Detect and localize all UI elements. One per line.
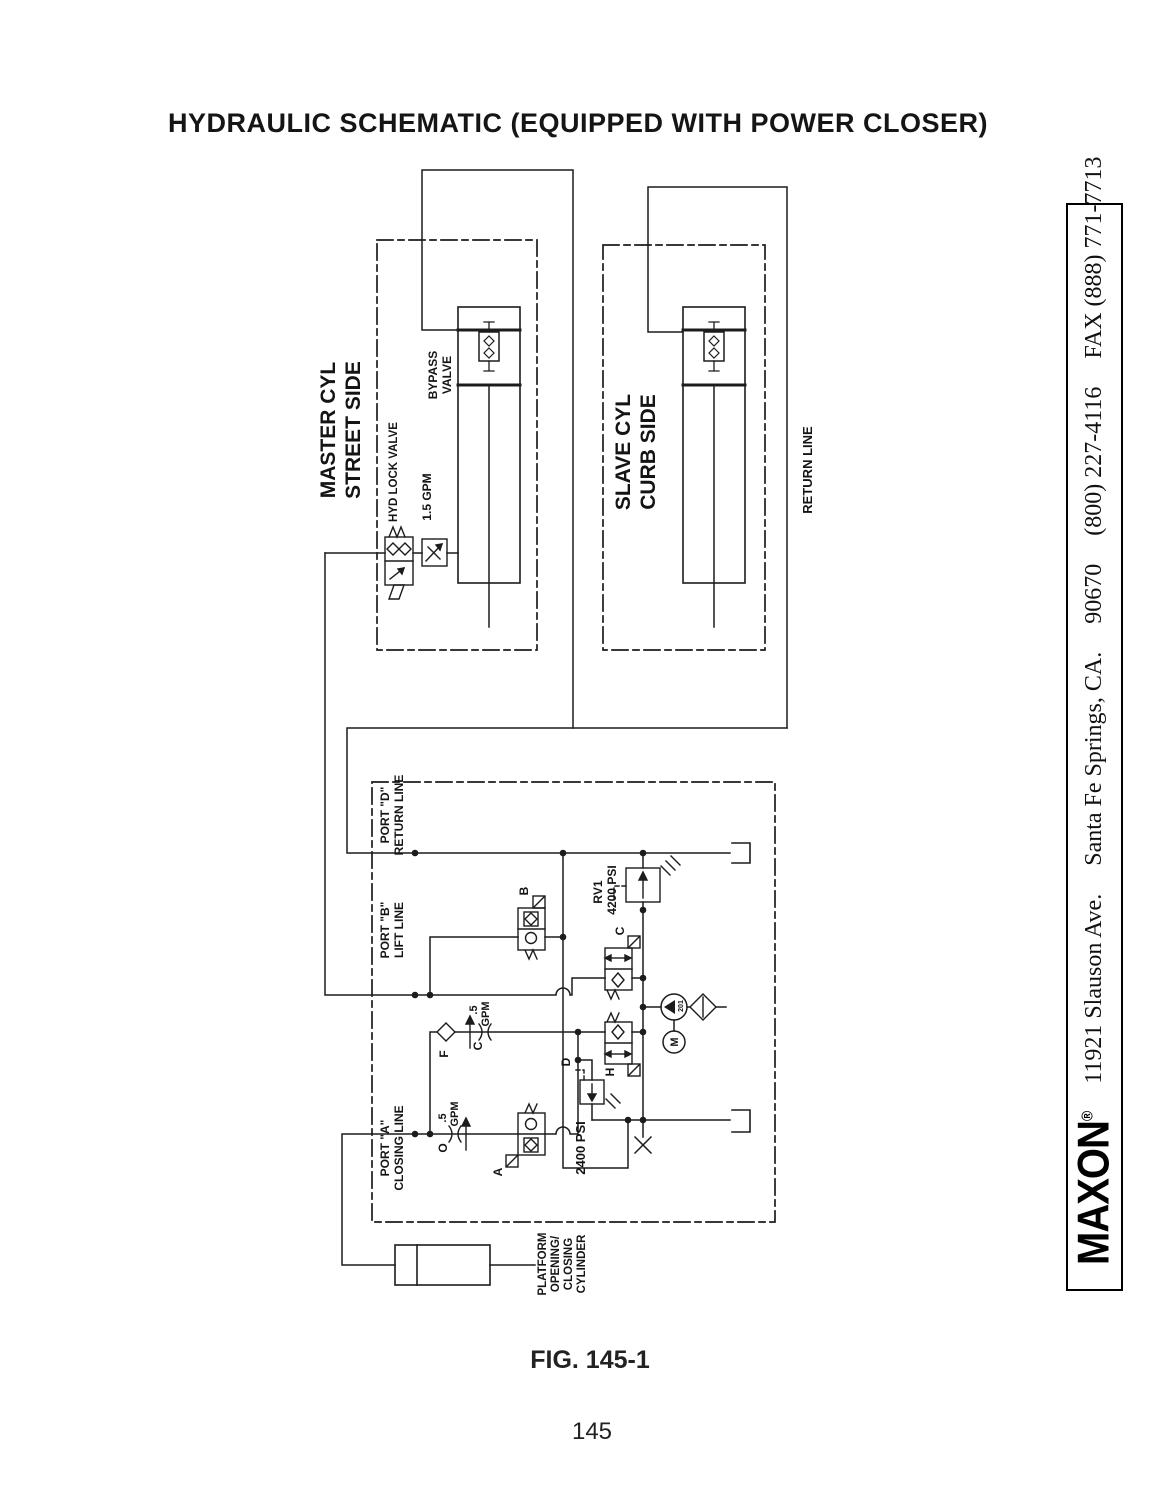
company-address: 11921 Slauson Ave. — [1081, 893, 1107, 1084]
orifice-c — [464, 1014, 492, 1049]
relief-valve-d — [573, 1069, 621, 1109]
valve-h — [603, 1011, 641, 1077]
platform-cyl-label-3: CLOSING — [563, 1238, 575, 1290]
orifice-c-rate-2: GPM — [480, 1001, 492, 1026]
flow-rate-label: 1.5 GPM — [420, 473, 434, 520]
valve-c — [603, 935, 641, 1001]
port-b-label-2: LIFT LINE — [392, 902, 406, 958]
orifice-o-rate-2: GPM — [449, 1101, 461, 1126]
master-cyl-label-1: MASTER CYL — [317, 362, 340, 499]
slave-cyl-label-2: CURB SIDE — [637, 394, 660, 510]
spring-icon — [524, 1102, 538, 1115]
port-a-label-2: CLOSING LINE — [392, 1105, 406, 1190]
master-cyl-label-2: STREET SIDE — [342, 361, 365, 499]
hydraulic-lines — [324, 169, 788, 1266]
company-zip: 90670 — [1081, 563, 1107, 624]
pump-icon — [660, 993, 688, 1021]
orifice-o-rate-1: .5 — [437, 1113, 449, 1122]
return-line-label: RETURN LINE — [800, 426, 815, 514]
page-title: HYDRAULIC SCHEMATIC (EQUIPPED WITH POWER… — [168, 108, 988, 138]
master-cylinder — [456, 306, 522, 584]
check-valve-f-label: F — [437, 1050, 451, 1057]
valve-h-label: H — [603, 1068, 617, 1077]
bypass-valve-label-2: VALVE — [440, 356, 454, 394]
plugged-port-icon — [633, 1135, 653, 1155]
platform-cyl-label-1: PLATFORM — [537, 1232, 549, 1295]
valve-c-label: C — [613, 926, 627, 935]
valve-b-label: B — [517, 886, 531, 895]
orifice-c-rate-1: .5 — [468, 1005, 480, 1014]
spring-icon — [660, 855, 681, 876]
valve-b — [517, 895, 546, 961]
hyd-lock-valve — [384, 525, 414, 600]
slave-cyl-label-1: SLAVE CYL — [612, 394, 635, 510]
platform-cyl-label-2: OPENING/ — [550, 1235, 562, 1292]
company-sidebar — [1066, 203, 1123, 1291]
relief-d-pressure: 2400 PSI — [573, 1121, 588, 1175]
pump-label: 201 — [678, 1000, 685, 1012]
reservoir-symbols — [731, 842, 751, 1133]
maxon-logo: MAXON® — [1069, 1112, 1119, 1265]
slave-cyl-dashed-box — [602, 244, 766, 651]
valve-a — [505, 1102, 546, 1168]
solenoid-icon — [505, 1154, 519, 1168]
solenoid-icon — [627, 1063, 641, 1077]
port-d-label-1: PORT "D" — [378, 787, 392, 844]
hyd-lock-valve-label: HYD LOCK VALVE — [388, 422, 400, 522]
relief-valve-rv1 — [613, 855, 681, 903]
spring-icon — [524, 948, 538, 961]
relief-rv1-pressure: 4200 PSI — [605, 865, 619, 914]
spring-icon — [605, 1093, 621, 1109]
power-unit-dashed-box — [371, 781, 776, 1223]
motor-label: M — [669, 1037, 681, 1046]
junction-dots — [411, 849, 647, 1138]
bypass-valve-label-1: BYPASS — [426, 351, 440, 399]
relief-d-label: D — [559, 1057, 573, 1066]
flow-control-1-5gpm — [421, 538, 448, 567]
maxon-logo-text: MAXON — [1069, 1121, 1119, 1265]
relief-rv1-label: RV1 — [591, 880, 605, 903]
solenoid-icon — [388, 584, 405, 600]
port-d-label-2: RETURN LINE — [392, 775, 406, 856]
registered-trademark-icon: ® — [1077, 1111, 1096, 1122]
master-cyl-dashed-box — [376, 239, 538, 651]
company-fax: FAX (888) 771-7713 — [1081, 156, 1107, 359]
port-a-label-1: PORT "A" — [378, 1120, 392, 1177]
orifice-o — [448, 1116, 472, 1151]
company-city: Santa Fe Springs, CA. — [1081, 651, 1107, 866]
company-sidebar-text: MAXON® 11921 Slauson Ave. Santa Fe Sprin… — [1066, 156, 1123, 1291]
filter-icon — [689, 993, 717, 1021]
spring-icon — [388, 525, 406, 539]
company-phone: (800) 227-4116 — [1081, 386, 1107, 536]
solenoid-icon — [532, 895, 546, 909]
slave-cylinder — [681, 306, 747, 584]
platform-cyl-label-4: CYLINDER — [576, 1234, 588, 1293]
orifice-c-label: C — [471, 1041, 485, 1050]
orifice-o-label: O — [436, 1143, 450, 1152]
valve-a-label: A — [491, 1167, 505, 1176]
spring-icon — [606, 988, 620, 1001]
port-b-label-1: PORT "B" — [378, 902, 392, 959]
spring-icon — [606, 1011, 620, 1024]
check-valve-f — [436, 1022, 456, 1042]
platform-cylinder — [394, 1244, 491, 1286]
solenoid-icon — [627, 935, 641, 949]
page-number: 145 — [571, 1418, 613, 1445]
figure-caption: FIG. 145-1 — [530, 1346, 650, 1374]
motor-icon — [662, 1030, 686, 1054]
